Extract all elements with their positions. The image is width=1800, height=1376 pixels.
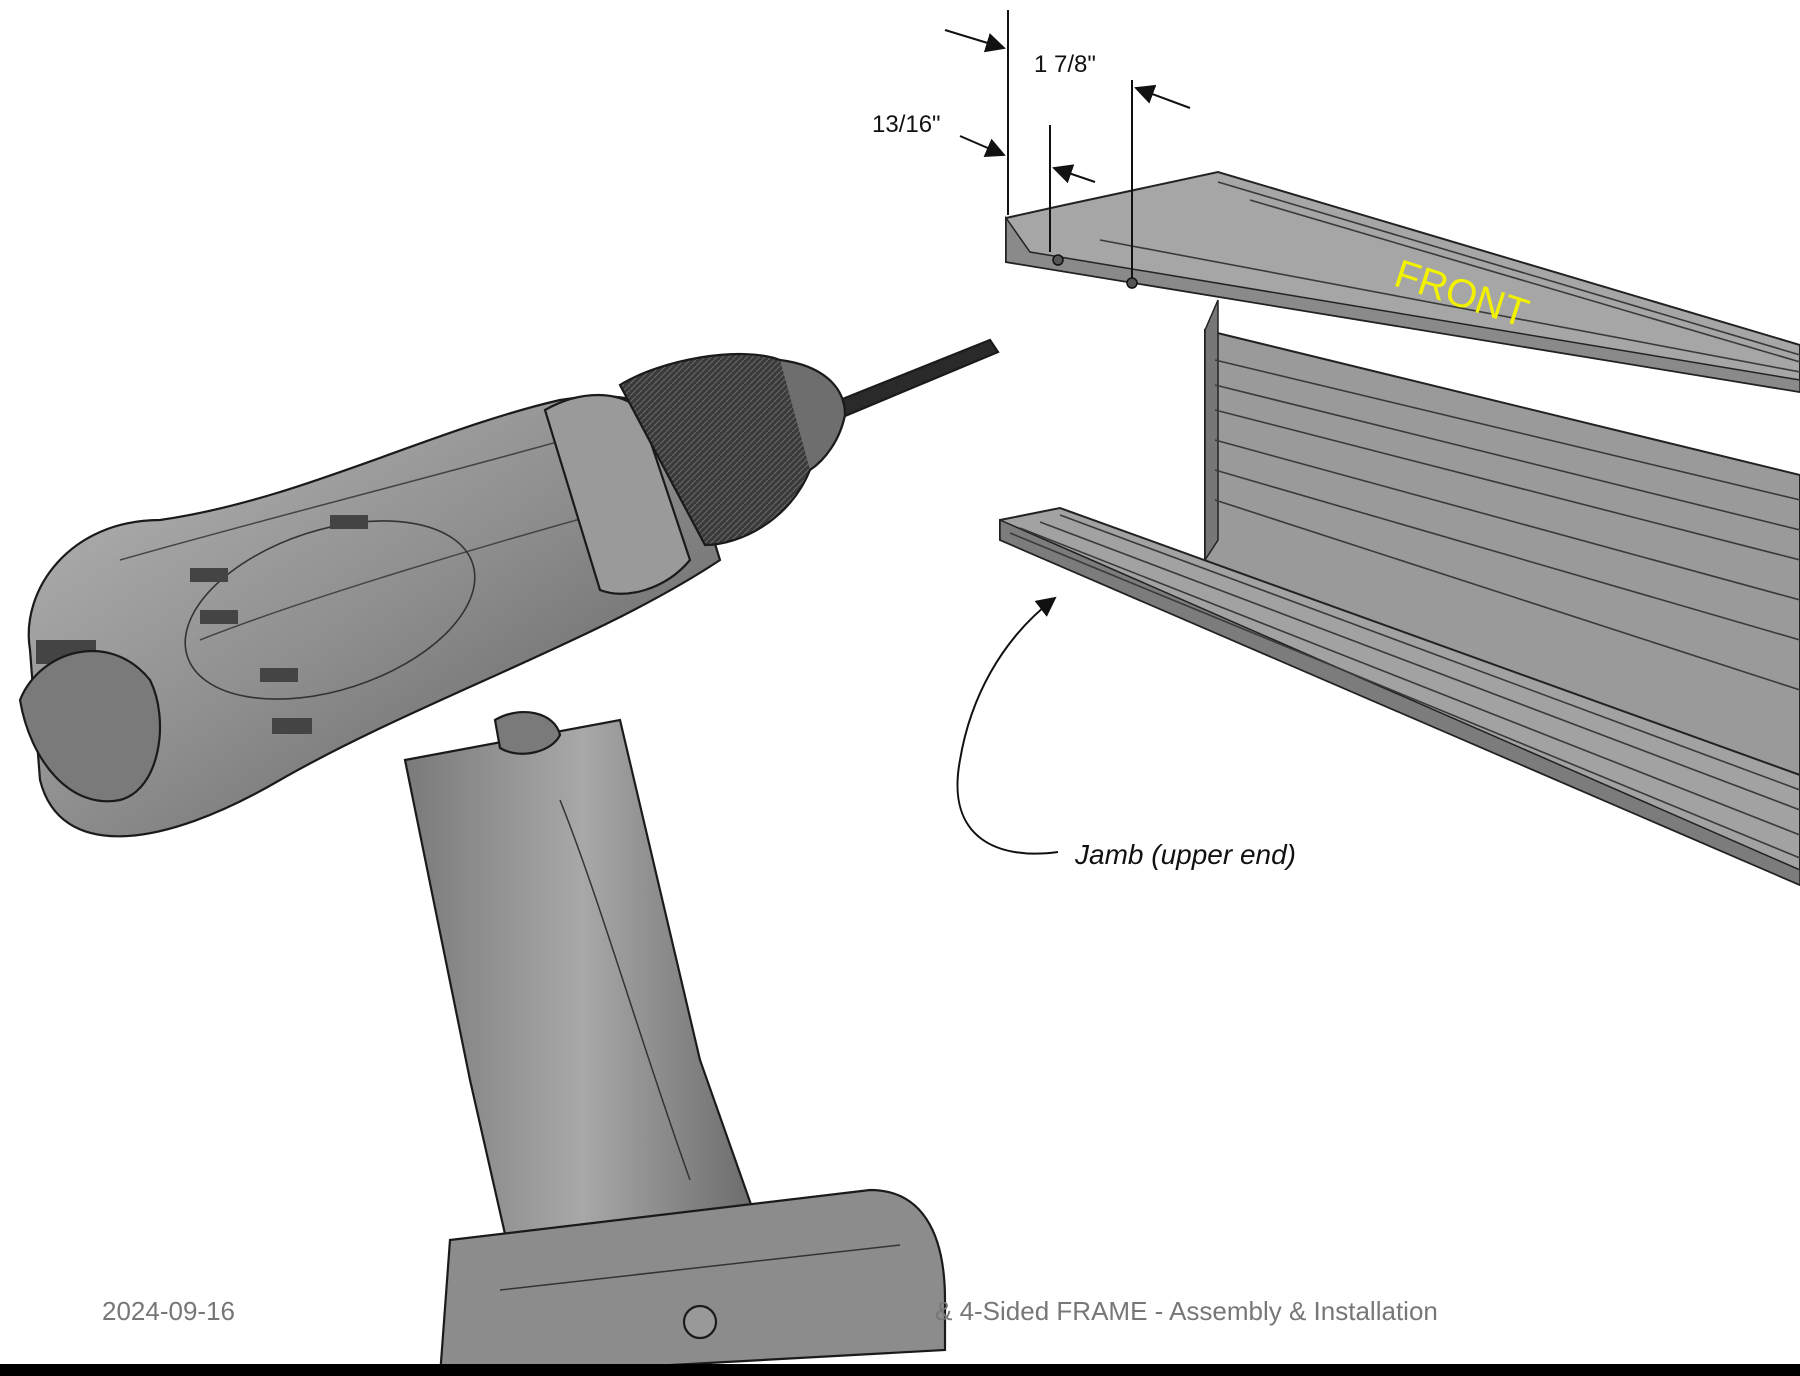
callout-label: Jamb (upper end) [1074,839,1296,870]
bottom-bar [0,1364,1800,1376]
drill-battery [438,1188,947,1376]
pilot-hole-outer [1126,277,1138,289]
drill-illustration [18,338,1000,1376]
dimension-lines [944,10,1191,278]
drill-collar [543,394,692,595]
profile-ribs [1009,181,1800,859]
dimension-outer-label: 1 7/8" [1034,51,1096,78]
drill-bit [833,338,1000,418]
jamb-profile: FRONT [999,170,1800,887]
pilot-hole-inner [1052,254,1064,266]
drill-trigger [493,711,562,755]
footer-title: & 4-Sided FRAME - Assembly & Installatio… [935,1296,1438,1326]
callout-leader [956,596,1059,855]
footer-date: 2024-09-16 [102,1296,235,1326]
dimension-inner-label: 13/16" [872,111,941,138]
